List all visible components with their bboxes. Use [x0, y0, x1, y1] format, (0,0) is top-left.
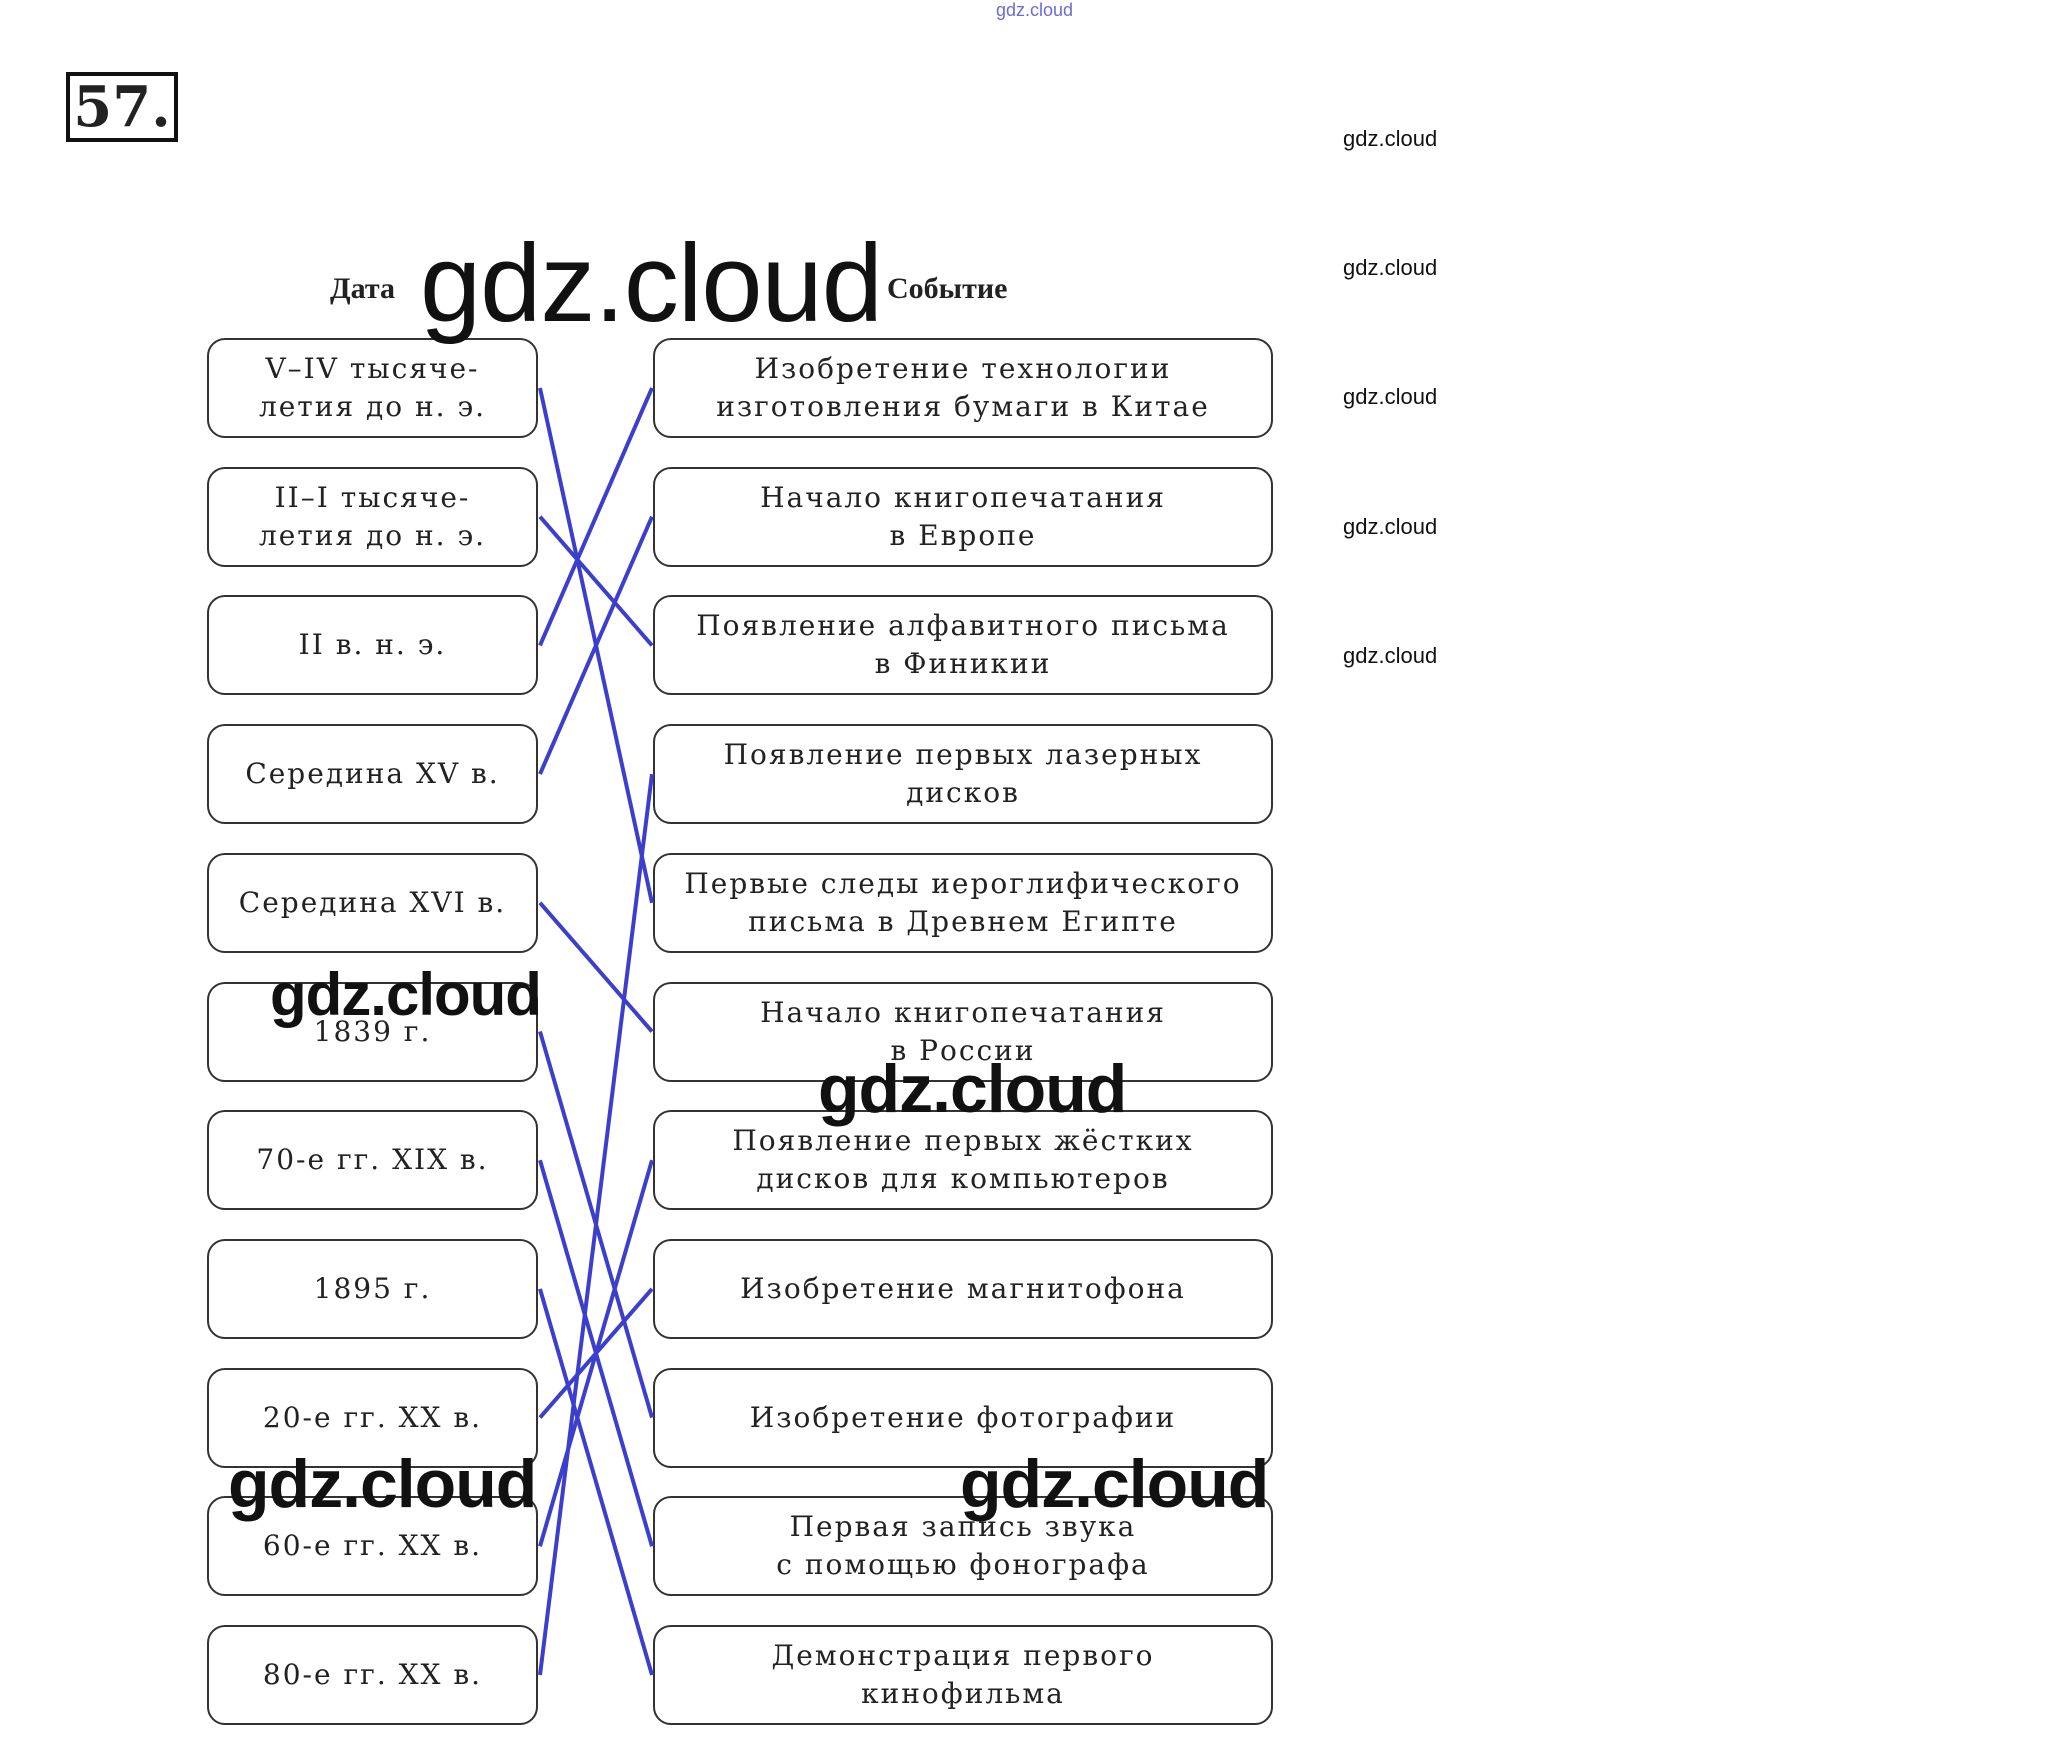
match-line	[538, 1159, 654, 1547]
header-event: Событие	[887, 272, 1008, 305]
date-box[interactable]: 80-е гг. XX в.	[207, 1625, 538, 1725]
date-box[interactable]: II в. н. э.	[207, 595, 538, 696]
header-date: Дата	[330, 272, 395, 305]
event-box[interactable]: Демонстрация первого кинофильма	[653, 1625, 1273, 1725]
date-box[interactable]: V–IV тысяче- летия до н. э.	[207, 338, 538, 438]
task-number: 57.	[66, 72, 178, 142]
event-box[interactable]: Появление первых жёстких дисков для комп…	[653, 1110, 1273, 1211]
event-box[interactable]: Появление первых лазерных дисков	[653, 724, 1273, 825]
watermark: gdz.cloud	[270, 961, 542, 1028]
date-box[interactable]: 1895 г.	[207, 1238, 538, 1339]
event-box[interactable]: Начало книгопечатания в России	[653, 981, 1273, 1082]
date-box[interactable]: 60-е гг. XX в.	[207, 1496, 538, 1597]
match-line	[538, 387, 654, 647]
watermark: gdz.cloud	[1343, 126, 1438, 151]
date-box[interactable]: 20-е гг. XX в.	[207, 1367, 538, 1468]
watermark: gdz.cloud	[1343, 514, 1438, 539]
date-box[interactable]: 70-е гг. XIX в.	[207, 1110, 538, 1211]
match-line	[538, 901, 654, 1033]
date-box[interactable]: 1839 г.	[207, 981, 538, 1082]
match-line	[538, 1288, 654, 1676]
match-line	[538, 773, 654, 1676]
match-line	[538, 515, 654, 647]
event-box[interactable]: Изобретение фотографии	[653, 1367, 1273, 1468]
date-box[interactable]: Середина XV в.	[207, 724, 538, 825]
event-box[interactable]: Изобретение технологии изготовления бума…	[653, 338, 1273, 438]
event-box[interactable]: Первая запись звука с помощью фонографа	[653, 1496, 1273, 1597]
match-line	[538, 515, 654, 775]
watermark: gdz.cloud	[818, 1051, 1127, 1127]
watermark: gdz.cloud	[420, 222, 883, 345]
watermark: gdz.cloud	[1343, 643, 1438, 668]
watermark-top: gdz.cloud	[996, 0, 1074, 20]
event-box[interactable]: Изобретение магнитофона	[653, 1238, 1273, 1339]
watermark: gdz.cloud	[960, 1446, 1269, 1522]
watermark: gdz.cloud	[228, 1446, 537, 1522]
date-box[interactable]: II–I тысяче- летия до н. э.	[207, 466, 538, 567]
watermark: gdz.cloud	[1343, 255, 1438, 280]
event-box[interactable]: Начало книгопечатания в Европе	[653, 466, 1273, 567]
watermark: gdz.cloud	[1343, 384, 1438, 409]
date-box[interactable]: Середина XVI в.	[207, 852, 538, 953]
event-box[interactable]: Появление алфавитного письма в Финикии	[653, 595, 1273, 696]
event-box[interactable]: Первые следы иероглифического письма в Д…	[653, 852, 1273, 953]
